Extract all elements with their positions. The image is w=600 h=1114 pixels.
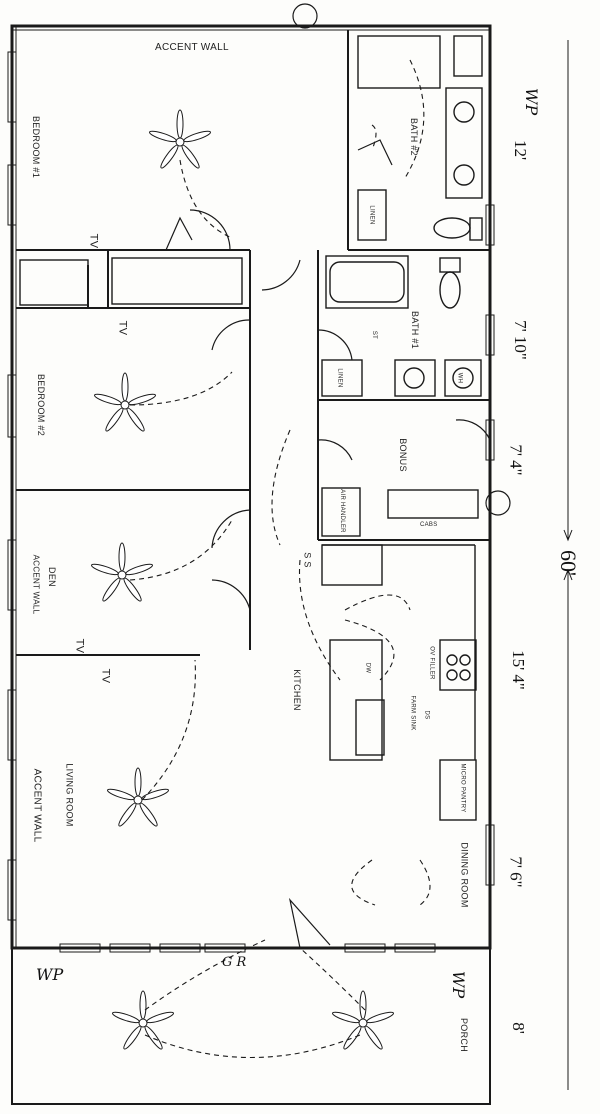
wiring-paths: [129, 59, 431, 1059]
dimension-7-10: 7' 10": [510, 320, 530, 360]
ceiling-fan-icon: [149, 109, 211, 169]
vanity-1: [394, 359, 436, 397]
windows-left: [7, 51, 17, 921]
dimension-7-4: 7' 4": [506, 444, 526, 476]
dimension-15-4: 15' 4": [508, 650, 528, 690]
windows-right: [485, 204, 495, 886]
oven-label: OV FILLER: [428, 646, 435, 680]
dimension-total: 60': [555, 550, 581, 576]
cabs-label: CABS: [420, 522, 438, 528]
toilet-2: [433, 217, 471, 239]
farm-sink-label: FARM SINK: [409, 695, 416, 731]
living-room-label: LIVING ROOM: [64, 763, 75, 827]
bonus-label: BONUS: [397, 438, 408, 472]
st-label: ST: [371, 330, 378, 340]
micro-pantry-label: MICRO PANTRY: [459, 763, 466, 813]
accent-wall-den-label: ACCENT WALL: [31, 554, 41, 615]
ds-label: DS: [423, 710, 430, 720]
tv-label: TV: [99, 668, 112, 684]
dining-room-label: DINING ROOM: [459, 842, 470, 908]
farm-sink: [355, 699, 385, 756]
den-label: DEN: [46, 567, 57, 587]
cabinets: [387, 489, 479, 519]
bath2-label: BATH #2: [408, 118, 419, 156]
tv-label: TV: [73, 638, 86, 654]
electric-meter-icon: [292, 3, 511, 516]
ceiling-fans: [91, 109, 394, 1050]
wh-label: WH: [456, 372, 463, 384]
air-handler-label: AIR HANDLER: [338, 489, 345, 533]
dimension-8: 8': [508, 1022, 528, 1034]
accent-wall-top-label: ACCENT WALL: [155, 42, 229, 53]
tv-label: TV: [116, 320, 129, 336]
air-handler-closet: [321, 487, 361, 537]
outlet-label: S S: [302, 552, 313, 568]
wp-note-left: WP: [36, 965, 64, 984]
dw-label: DW: [364, 662, 371, 674]
porch-label: PORCH: [459, 1017, 470, 1053]
wp-note-top: WP: [522, 87, 542, 116]
bathtub-1: [325, 255, 409, 309]
tv-label: TV: [87, 233, 100, 249]
bedroom2-label: BEDROOM #2: [36, 373, 47, 437]
vanity-2: [445, 87, 483, 199]
linen-top-label: LINEN: [368, 205, 375, 225]
ceiling-fan-icon: [107, 767, 169, 827]
bedroom1-label: BEDROOM #1: [31, 115, 42, 179]
dimension-12: 12': [511, 139, 531, 161]
linen-bath1-label: LINEN: [336, 368, 343, 388]
dimension-7-6: 7' 6": [506, 856, 526, 888]
micro-pantry: [439, 759, 477, 821]
accent-wall-living-label: ACCENT WALL: [31, 768, 43, 843]
ceiling-fan-icon: [112, 990, 174, 1050]
porch-outline: [11, 947, 491, 1105]
interior-walls: [16, 30, 490, 656]
ceiling-fan-icon: [91, 542, 153, 602]
ceiling-fan-icon: [94, 372, 156, 432]
windows-bottom: [59, 943, 436, 953]
wp-note-bottom: WP: [449, 970, 469, 999]
bathtub-2: [357, 35, 441, 89]
dimension-line: [563, 40, 573, 1090]
kitchen-label: KITCHEN: [291, 669, 302, 711]
doors: [165, 139, 491, 949]
ceiling-fan-icon: [332, 990, 394, 1050]
gr-note: G R: [222, 955, 247, 970]
toilet-1: [439, 271, 461, 309]
bath1-label: BATH #1: [409, 311, 420, 349]
